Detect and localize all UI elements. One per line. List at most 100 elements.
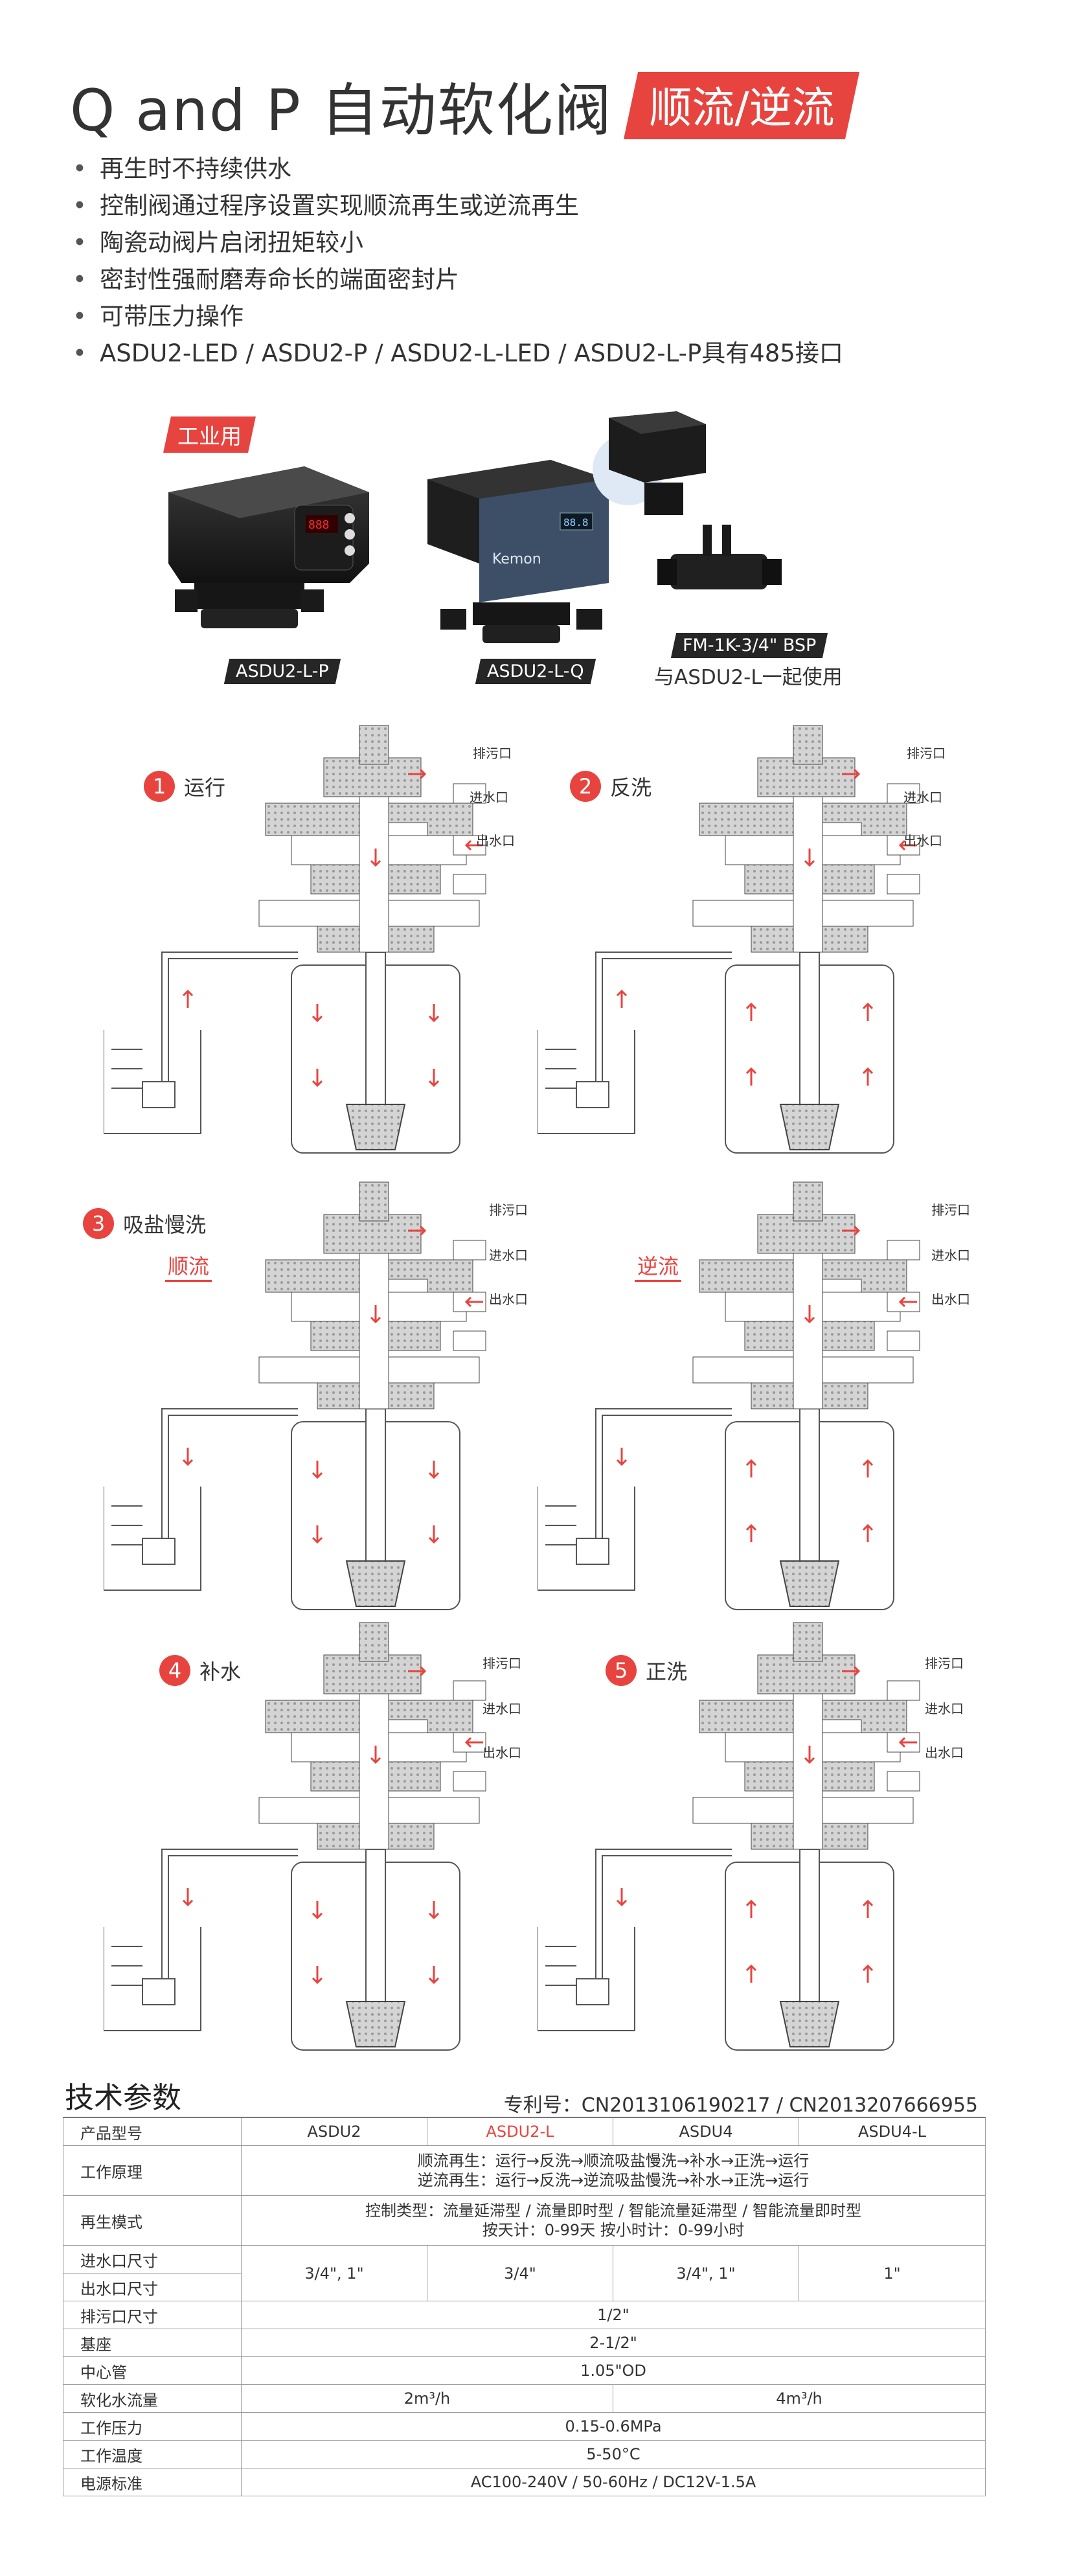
- port-label-outlet: 出水口: [482, 1745, 521, 1761]
- svg-text:88.8: 88.8: [563, 516, 589, 529]
- product-image-flowmeter: [593, 411, 782, 589]
- table-row: 工作原理 顺流再生：运行→反洗→顺流吸盐慢洗→补水→正洗→运行 逆流再生：运行→…: [63, 2145, 986, 2196]
- product-label: FM-1K-3/4" BSP: [670, 633, 828, 658]
- feature-item: 控制阀通过程序设置实现顺流再生或逆流再生: [73, 187, 843, 224]
- model-cell: ASDU4: [613, 2117, 799, 2146]
- valve-diagram: [104, 725, 486, 1154]
- port-label-inlet: 进水口: [489, 1248, 528, 1263]
- row-label: 排污口尺寸: [63, 2301, 242, 2329]
- model-cell: ASDU4-L: [799, 2117, 986, 2146]
- valve-diagram: [538, 1622, 920, 2051]
- value-cell: 2m³/h: [241, 2384, 613, 2413]
- port-label-inlet: 进水口: [931, 1248, 970, 1263]
- row-label: 出水口尺寸: [63, 2273, 242, 2301]
- value-cell: 4m³/h: [613, 2384, 986, 2413]
- value-cell: 2-1/2": [241, 2329, 986, 2357]
- table-row: 中心管 1.05"OD: [63, 2356, 986, 2385]
- regen-cell: 控制类型：流量延滞型 / 流量即时型 / 智能流量延滞型 / 智能流量即时型 按…: [241, 2195, 986, 2246]
- table-row: 电源标准 AC100-240V / 50-60Hz / DC12V-1.5A: [63, 2468, 986, 2496]
- table-row: 排污口尺寸 1/2": [63, 2301, 986, 2329]
- table-row: 软化水流量 2m³/h 4m³/h: [63, 2384, 986, 2413]
- title-row: Q and P 自动软化阀 顺流/逆流: [70, 70, 860, 144]
- io-cell: 3/4": [427, 2245, 613, 2301]
- principle-line: 逆流再生：运行→反洗→逆流吸盐慢洗→补水→正洗→运行: [417, 2171, 810, 2189]
- port-label-drain: 排污口: [925, 1656, 964, 1671]
- port-label-drain: 排污口: [473, 746, 512, 761]
- row-label: 工作原理: [63, 2145, 242, 2196]
- table-row: 工作压力 0.15-0.6MPa: [63, 2412, 986, 2441]
- row-label: 工作温度: [63, 2440, 242, 2468]
- row-label: 中心管: [63, 2356, 242, 2385]
- port-label-drain: 排污口: [907, 746, 946, 761]
- mode-tag-cocurrent: 顺流: [165, 1250, 212, 1282]
- port-label-outlet: 出水口: [931, 1292, 970, 1307]
- model-cell: ASDU2: [241, 2117, 427, 2146]
- principle-line: 顺流再生：运行→反洗→顺流吸盐慢洗→补水→正洗→运行: [417, 2152, 810, 2170]
- principle-cell: 顺流再生：运行→反洗→顺流吸盐慢洗→补水→正洗→运行 逆流再生：运行→反洗→逆流…: [241, 2145, 986, 2196]
- port-label-drain: 排污口: [482, 1656, 521, 1671]
- product-caption: 与ASDU2-L一起使用: [654, 666, 843, 689]
- regen-line: 控制类型：流量延滞型 / 流量即时型 / 智能流量延滞型 / 智能流量即时型: [365, 2202, 862, 2220]
- io-cell: 3/4", 1": [613, 2245, 799, 2301]
- port-label-outlet: 出水口: [476, 833, 515, 849]
- port-label-drain: 排污口: [489, 1202, 528, 1218]
- port-label-inlet: 进水口: [925, 1701, 964, 1716]
- svg-text:888: 888: [308, 518, 330, 532]
- port-label-outlet: 出水口: [489, 1292, 528, 1307]
- industrial-tag: 工业用: [163, 416, 256, 453]
- row-label: 再生模式: [63, 2195, 242, 2246]
- port-label-inlet: 进水口: [482, 1701, 521, 1716]
- valve-diagram: [538, 725, 920, 1154]
- product-label: ASDU2-L-P: [223, 659, 341, 684]
- value-cell: 1.05"OD: [241, 2356, 986, 2385]
- valve-diagram: [104, 1181, 486, 1610]
- row-label: 软化水流量: [63, 2384, 242, 2413]
- row-label: 基座: [63, 2329, 242, 2357]
- valve-diagram: [104, 1622, 486, 2051]
- feature-item: ASDU2-LED / ASDU2-P / ASDU2-L-LED / ASDU…: [73, 335, 843, 372]
- value-cell: AC100-240V / 50-60Hz / DC12V-1.5A: [241, 2468, 986, 2496]
- port-label-outlet: 出水口: [903, 833, 942, 849]
- value-cell: 0.15-0.6MPa: [241, 2412, 986, 2441]
- brand-logo: Kemon: [492, 551, 541, 567]
- product-image-asdu2-l-p: 888: [168, 466, 369, 628]
- feature-list: 再生时不持续供水 控制阀通过程序设置实现顺流再生或逆流再生 陶瓷动阀片启闭扭矩较…: [73, 150, 843, 372]
- model-cell: ASDU2-L: [427, 2117, 613, 2146]
- product-image-asdu2-l-q: 88.8 Kemon: [427, 460, 609, 643]
- feature-item: 密封性强耐磨寿命长的端面密封片: [73, 261, 843, 298]
- value-cell: 1/2": [241, 2301, 986, 2329]
- port-label-inlet: 进水口: [903, 790, 942, 805]
- io-cell: 1": [799, 2245, 986, 2301]
- table-row: 再生模式 控制类型：流量延滞型 / 流量即时型 / 智能流量延滞型 / 智能流量…: [63, 2195, 986, 2246]
- product-label: ASDU2-L-Q: [475, 659, 596, 684]
- table-row: 出水口尺寸: [63, 2273, 986, 2301]
- row-label: 电源标准: [63, 2468, 242, 2496]
- spec-table: 产品型号 ASDU2 ASDU2-L ASDU4 ASDU4-L 工作原理 顺流…: [63, 2117, 986, 2496]
- regen-line: 按天计：0-99天 按小时计：0-99小时: [482, 2221, 745, 2239]
- table-row: 产品型号 ASDU2 ASDU2-L ASDU4 ASDU4-L: [63, 2117, 986, 2146]
- port-label-drain: 排污口: [931, 1202, 970, 1218]
- row-label: 产品型号: [63, 2117, 242, 2146]
- patent-number: 专利号：CN2013106190217 / CN2013207666955: [503, 2094, 978, 2117]
- valve-diagram: [538, 1181, 920, 1610]
- table-row: 进水口尺寸 3/4", 1" 3/4" 3/4", 1" 1": [63, 2245, 986, 2301]
- spec-title: 技术参数: [65, 2080, 182, 2115]
- io-cell: 3/4", 1": [241, 2245, 427, 2301]
- feature-item: 陶瓷动阀片启闭扭矩较小: [73, 224, 843, 261]
- table-row: 工作温度 5-50°C: [63, 2440, 986, 2468]
- title-badge: 顺流/逆流: [623, 72, 860, 139]
- page-title: Q and P 自动软化阀: [70, 76, 613, 144]
- table-row: 基座 2-1/2": [63, 2329, 986, 2357]
- mode-tag-countercurrent: 逆流: [635, 1250, 682, 1282]
- row-label: 工作压力: [63, 2412, 242, 2441]
- row-label: 进水口尺寸: [63, 2245, 242, 2274]
- port-label-outlet: 出水口: [925, 1745, 964, 1761]
- value-cell: 5-50°C: [241, 2440, 986, 2468]
- feature-item: 可带压力操作: [73, 298, 843, 335]
- port-label-inlet: 进水口: [470, 790, 508, 805]
